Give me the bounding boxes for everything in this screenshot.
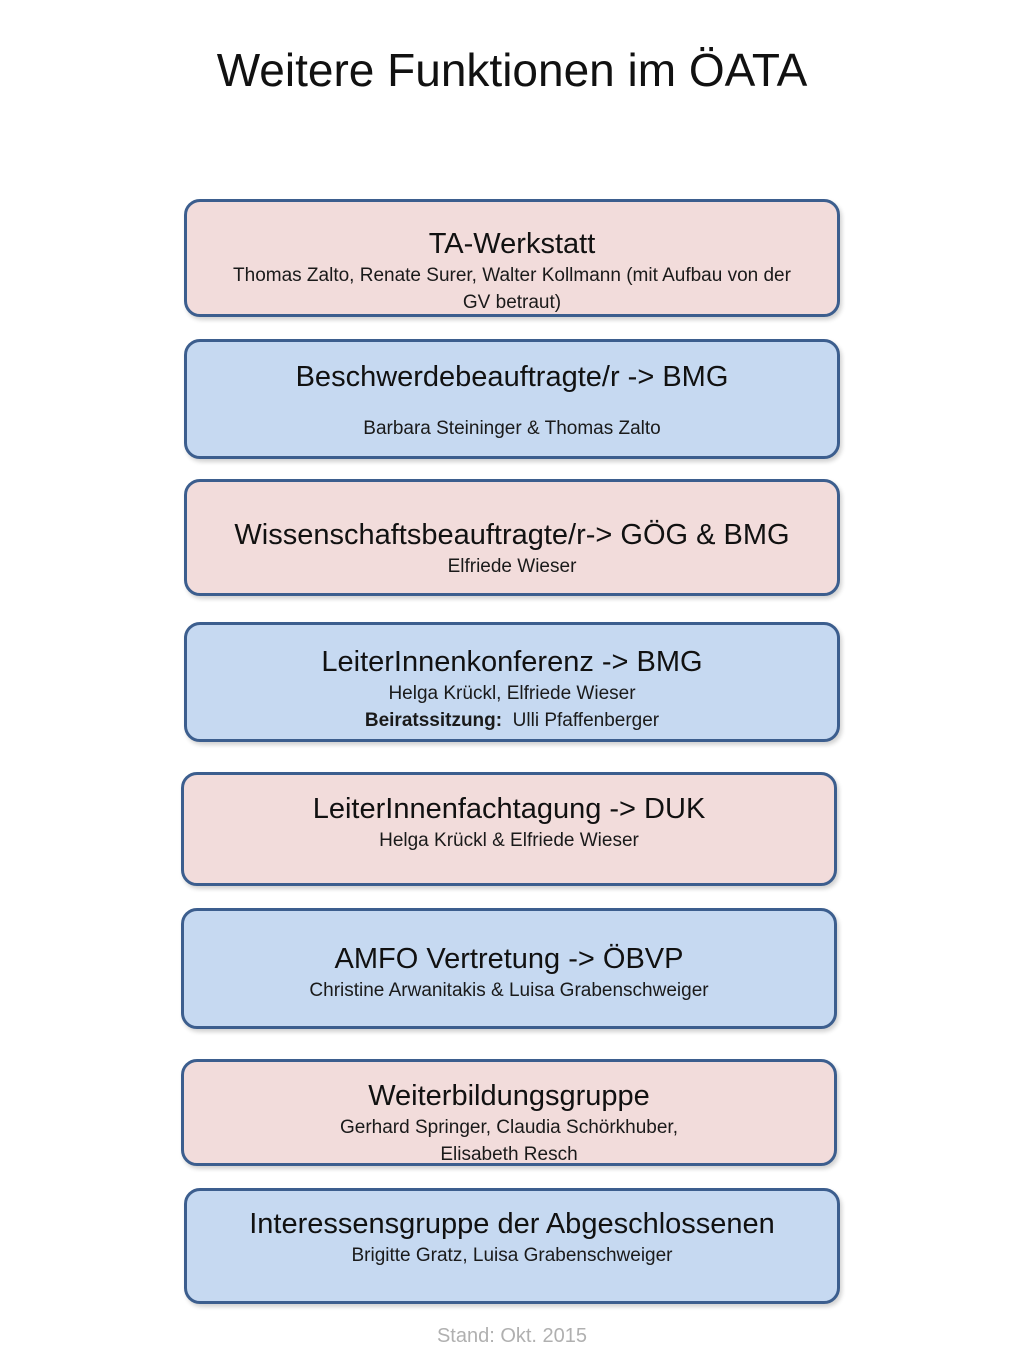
box-leiterinnenfachtagung: LeiterInnenfachtagung -> DUK Helga Krück… [181, 772, 837, 886]
box-weiterbildungsgruppe: Weiterbildungsgruppe Gerhard Springer, C… [181, 1059, 837, 1166]
box-heading: AMFO Vertretung -> ÖBVP [334, 943, 684, 975]
box-heading: Wissenschaftsbeauftragte/r-> GÖG & BMG [234, 519, 790, 551]
box-heading: LeiterInnenfachtagung -> DUK [312, 793, 706, 825]
box-leiterinnenkonferenz: LeiterInnenkonferenz -> BMG Helga Krückl… [184, 622, 840, 742]
box-heading: Beschwerdebeauftragte/r -> BMG [295, 361, 729, 393]
box-heading: LeiterInnenkonferenz -> BMG [321, 646, 703, 678]
box-amfo-vertretung: AMFO Vertretung -> ÖBVP Christine Arwani… [181, 908, 837, 1029]
box-line: Helga Krückl, Elfriede Wieser [388, 683, 636, 704]
box-line: Christine Arwanitakis & Luisa Grabenschw… [309, 980, 709, 1001]
box-line: Elisabeth Resch [440, 1144, 578, 1165]
box-line: Helga Krückl & Elfriede Wieser [379, 830, 639, 851]
box-wissenschaftsbeauftragte: Wissenschaftsbeauftragte/r-> GÖG & BMG E… [184, 479, 840, 596]
box-heading: Interessensgruppe der Abgeschlossenen [249, 1208, 775, 1240]
page-title: Weitere Funktionen im ÖATA [216, 44, 808, 96]
box-line: Brigitte Gratz, Luisa Grabenschweiger [351, 1245, 673, 1266]
box-line: GV betraut) [462, 292, 562, 313]
box-line: Elfriede Wieser [447, 556, 577, 577]
box-heading: Weiterbildungsgruppe [368, 1080, 650, 1112]
box-line: Thomas Zalto, Renate Surer, Walter Kollm… [233, 265, 791, 286]
box-heading: TA-Werkstatt [428, 228, 596, 260]
beirat-value: Ulli Pfaffenberger [512, 710, 660, 731]
beirat-label: Beiratssitzung: [364, 710, 503, 731]
box-line: Barbara Steininger & Thomas Zalto [363, 418, 661, 439]
box-line: Gerhard Springer, Claudia Schörkhuber, [340, 1117, 678, 1138]
footer-date: Stand: Okt. 2015 [436, 1325, 588, 1347]
box-beschwerdebeauftragte: Beschwerdebeauftragte/r -> BMG Barbara S… [184, 339, 840, 459]
box-interessensgruppe: Interessensgruppe der Abgeschlossenen Br… [184, 1188, 840, 1304]
box-line-beirat: Beiratssitzung: Ulli Pfaffenberger [187, 707, 837, 734]
box-ta-werkstatt: TA-Werkstatt Thomas Zalto, Renate Surer,… [184, 199, 840, 317]
